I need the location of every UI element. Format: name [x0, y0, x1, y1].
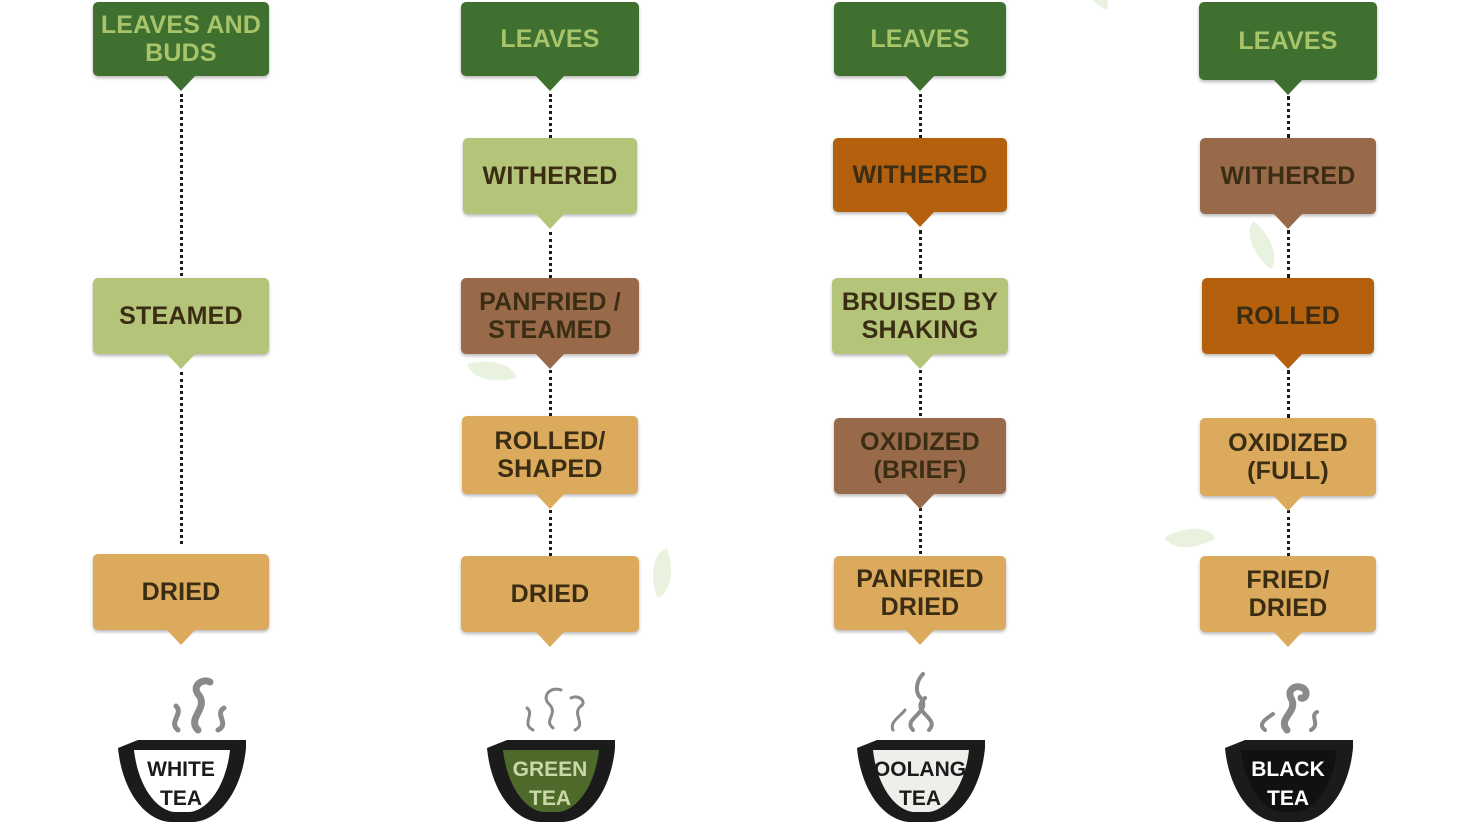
step-label: LEAVES — [500, 25, 599, 53]
connector-dotted-line — [919, 370, 922, 416]
cup-label-line: WHITE — [106, 755, 256, 784]
cup-label-line: OOLANG — [845, 755, 995, 784]
cup-label-line: TEA — [1213, 784, 1363, 813]
cup-label-line: TEA — [475, 784, 625, 813]
step-dried: DRIED — [93, 554, 269, 630]
black-tea-process-column: LEAVES WITHERED ROLLED OXIDIZED(FULL) FR… — [1188, 0, 1388, 834]
connector-dotted-line — [549, 510, 552, 556]
step-withered: WITHERED — [463, 138, 637, 214]
cup-label-line: TEA — [106, 784, 256, 813]
step-label-line: (BRIEF) — [860, 456, 980, 484]
step-label-line: DRIED — [856, 593, 984, 621]
connector-dotted-line — [919, 94, 922, 138]
connector-dotted-line — [1287, 230, 1290, 278]
connector-dotted-line — [1287, 510, 1290, 556]
step-label-line: OXIDIZED — [860, 428, 980, 456]
step-fried-dried: FRIED/DRIED — [1200, 556, 1376, 632]
connector-dotted-line — [180, 372, 183, 544]
step-label-line: OXIDIZED — [1228, 429, 1348, 457]
step-leaves: LEAVES — [834, 2, 1006, 76]
connector-dotted-line — [1287, 370, 1290, 418]
step-oxidized-brief: OXIDIZED(BRIEF) — [834, 418, 1006, 494]
step-label: WITHERED — [853, 161, 988, 189]
step-label-line: SHAPED — [494, 455, 605, 483]
step-panfried-steamed: PANFRIED /STEAMED — [461, 278, 639, 354]
cup-label-line: BLACK — [1213, 755, 1363, 784]
step-label: LEAVES — [870, 25, 969, 53]
step-label: WITHERED — [1221, 162, 1356, 190]
step-label-line: LEAVES AND — [101, 11, 261, 39]
step-label: WITHERED — [483, 162, 618, 190]
step-label-line: FRIED/ — [1246, 566, 1329, 594]
step-label-line: BUDS — [101, 39, 261, 67]
step-label-line: PANFRIED — [856, 565, 984, 593]
green-tea-process-column: LEAVES WITHERED PANFRIED /STEAMED ROLLED… — [450, 0, 650, 834]
step-dried: DRIED — [461, 556, 639, 632]
background-leaf-icon — [1083, 0, 1114, 10]
step-label-line: BRUISED BY — [842, 288, 998, 316]
green-tea-cup: GREEN TEA — [475, 668, 625, 834]
black-tea-cup: BLACK TEA — [1213, 668, 1363, 834]
step-leaves: LEAVES — [461, 2, 639, 76]
step-label: DRIED — [142, 578, 221, 606]
step-leaves: LEAVES — [1199, 2, 1377, 80]
step-label-line: ROLLED/ — [494, 427, 605, 455]
step-label: ROLLED — [1236, 302, 1340, 330]
cup-label-line: GREEN — [475, 755, 625, 784]
step-oxidized-full: OXIDIZED(FULL) — [1200, 418, 1376, 496]
step-label-line: PANFRIED / — [479, 288, 621, 316]
step-label-line: SHAKING — [842, 316, 998, 344]
step-withered: WITHERED — [1200, 138, 1376, 214]
connector-dotted-line — [549, 94, 552, 138]
connector-dotted-line — [1287, 96, 1290, 138]
step-withered: WITHERED — [833, 138, 1007, 212]
step-label: STEAMED — [119, 302, 243, 330]
cup-label-line: TEA — [845, 784, 995, 813]
step-label-line: DRIED — [1246, 594, 1329, 622]
step-label-line: (FULL) — [1228, 457, 1348, 485]
step-rolled-shaped: ROLLED/SHAPED — [462, 416, 638, 494]
oolang-tea-cup: OOLANG TEA — [845, 668, 995, 834]
step-steamed: STEAMED — [93, 278, 269, 354]
step-label: LEAVES — [1238, 27, 1337, 55]
connector-dotted-line — [180, 94, 183, 276]
connector-dotted-line — [549, 370, 552, 416]
connector-dotted-line — [919, 230, 922, 278]
white-tea-cup: WHITE TEA — [106, 668, 256, 834]
step-rolled: ROLLED — [1202, 278, 1374, 354]
connector-dotted-line — [549, 232, 552, 278]
connector-dotted-line — [919, 508, 922, 554]
step-label-line: STEAMED — [479, 316, 621, 344]
step-label: DRIED — [511, 580, 590, 608]
